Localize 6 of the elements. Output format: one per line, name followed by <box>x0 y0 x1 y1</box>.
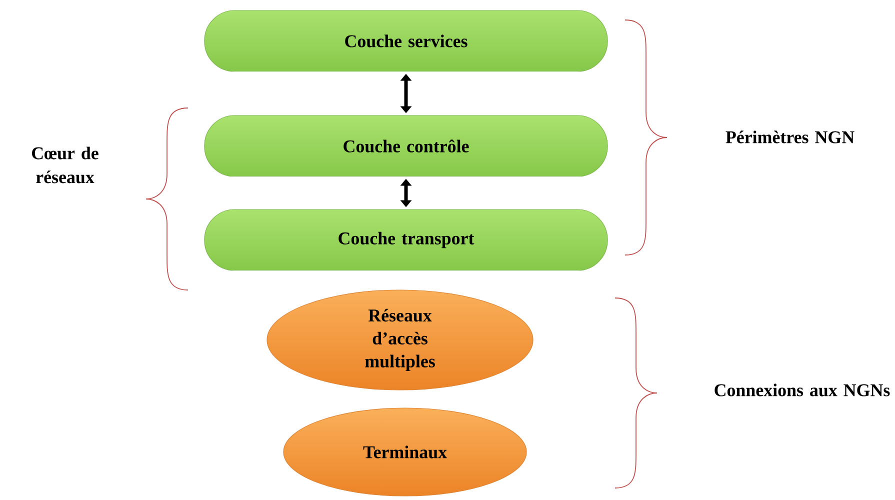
side-label: Connexions aux NGNs <box>714 384 890 396</box>
layer-bar: Couche services <box>204 10 608 72</box>
layer-bar: Couche contrôle <box>204 115 608 177</box>
layer-bar: Couche transport <box>204 209 608 271</box>
side-label: Cœur de réseaux <box>32 146 98 184</box>
side-label: Périmètres NGN <box>726 130 854 144</box>
